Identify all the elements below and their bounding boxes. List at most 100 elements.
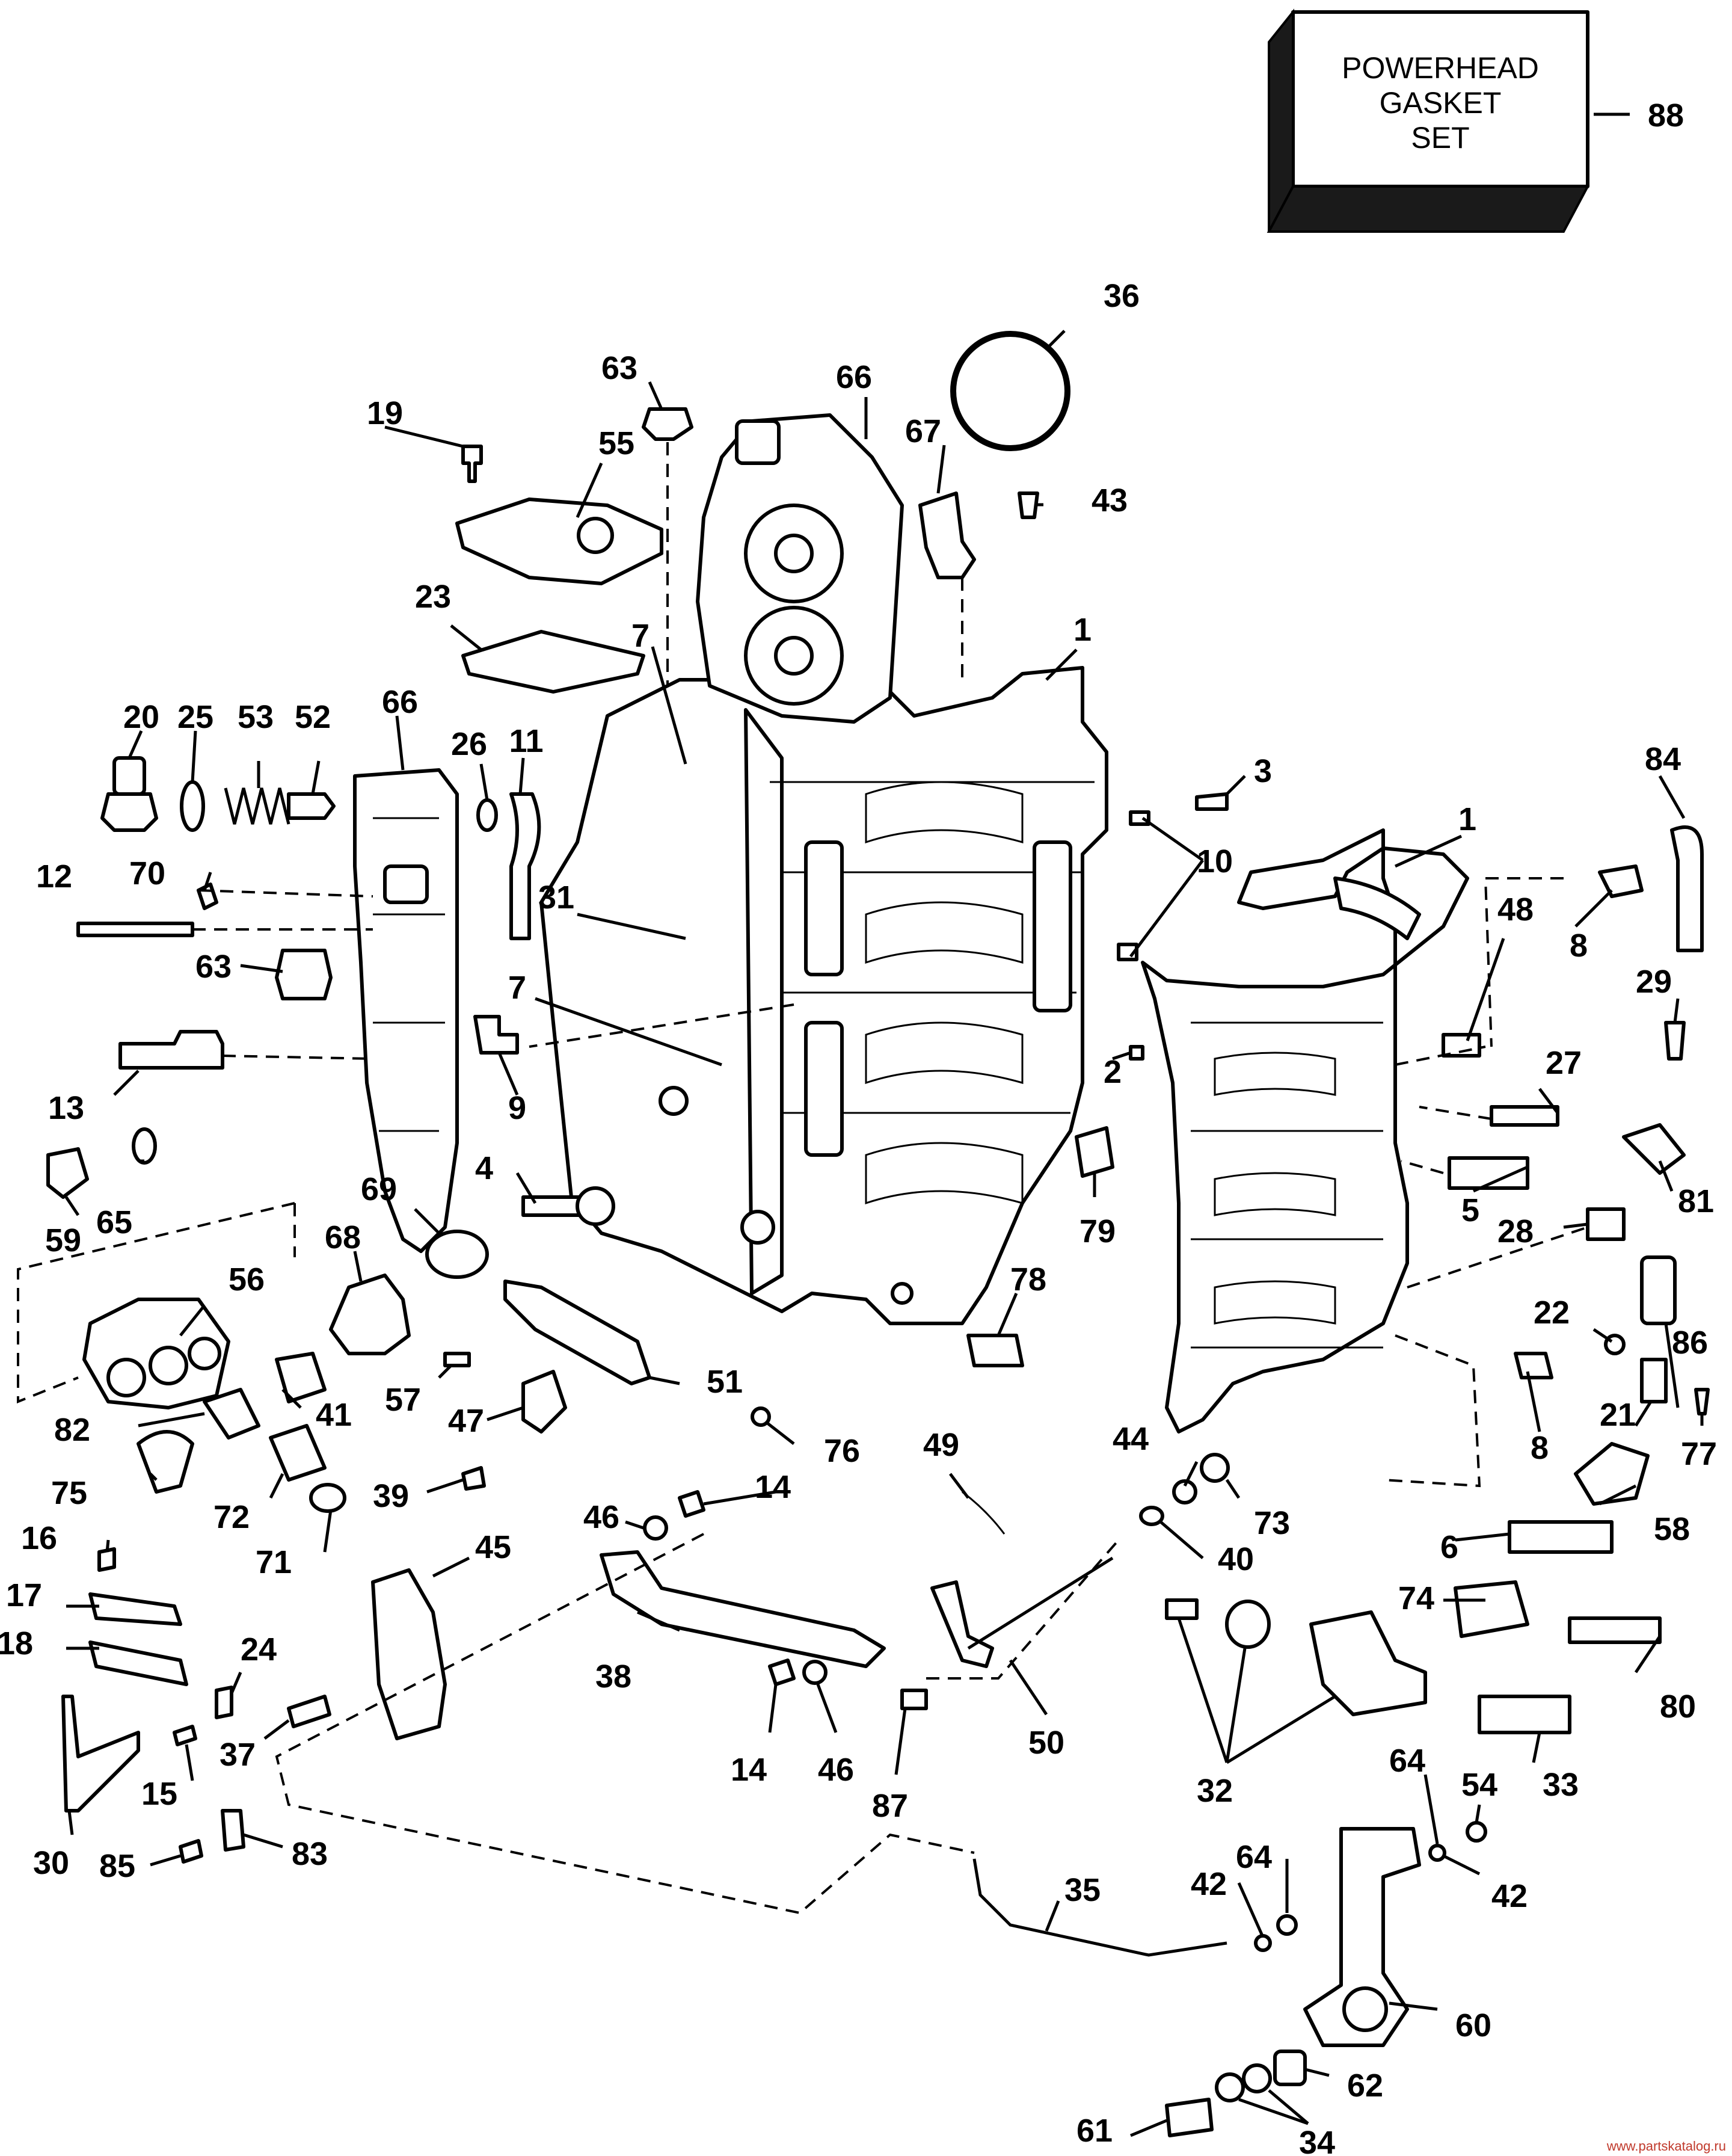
callout-88: 88 xyxy=(1648,97,1684,134)
callout-60: 60 xyxy=(1455,2007,1491,2044)
callout-85: 85 xyxy=(99,1848,135,1884)
callout-1-cylinder-block: 1 xyxy=(1073,612,1092,648)
leader-lines xyxy=(64,330,1704,2137)
cylinder-block xyxy=(539,666,1108,1325)
callout-84: 84 xyxy=(1645,741,1681,777)
callout-52: 52 xyxy=(295,699,331,735)
callout-75: 75 xyxy=(51,1475,87,1511)
callout-73: 73 xyxy=(1254,1505,1290,1541)
callout-50: 50 xyxy=(1028,1725,1064,1761)
callout-64-left: 64 xyxy=(1236,1839,1272,1875)
callout-40: 40 xyxy=(1218,1541,1254,1577)
callout-1-crankcase: 1 xyxy=(1458,801,1476,837)
callout-79: 79 xyxy=(1079,1213,1116,1249)
callout-76: 76 xyxy=(824,1433,860,1469)
callout-39: 39 xyxy=(373,1478,409,1514)
callout-26: 26 xyxy=(451,726,487,762)
callout-64-right: 64 xyxy=(1389,1743,1425,1779)
callout-65: 65 xyxy=(96,1204,132,1240)
callout-34: 34 xyxy=(1299,2125,1335,2156)
callout-53: 53 xyxy=(238,699,274,735)
callout-7-lower: 7 xyxy=(508,970,526,1006)
callout-46-upper: 46 xyxy=(583,1499,619,1535)
callout-9: 9 xyxy=(508,1090,526,1126)
callout-42-right: 42 xyxy=(1491,1878,1528,1914)
callout-4: 4 xyxy=(475,1150,493,1186)
callout-86: 86 xyxy=(1672,1325,1708,1361)
callout-17: 17 xyxy=(6,1577,42,1613)
callout-35: 35 xyxy=(1064,1872,1101,1908)
callout-80: 80 xyxy=(1660,1689,1696,1725)
callout-51: 51 xyxy=(707,1364,743,1400)
callout-13: 13 xyxy=(48,1090,84,1126)
callout-15: 15 xyxy=(141,1776,177,1812)
callout-68: 68 xyxy=(325,1219,361,1255)
callout-14-lower: 14 xyxy=(731,1752,767,1788)
small-parts-upper-left xyxy=(46,407,693,1226)
callout-23: 23 xyxy=(415,579,451,615)
callout-20: 20 xyxy=(123,699,159,735)
callout-46-lower: 46 xyxy=(818,1752,854,1788)
callout-56: 56 xyxy=(229,1261,265,1298)
callout-47: 47 xyxy=(448,1403,484,1439)
callout-54: 54 xyxy=(1461,1767,1497,1803)
crankcase xyxy=(1141,828,1469,1434)
callout-32: 32 xyxy=(1197,1773,1233,1809)
callout-labels: 1 1 2 3 4 5 6 7 7 8 8 9 10 11 12 13 14 1… xyxy=(0,97,1717,2156)
callout-10: 10 xyxy=(1197,843,1233,879)
callout-78: 78 xyxy=(1010,1261,1046,1298)
gasket-set-box: POWERHEAD GASKET SET xyxy=(1267,8,1630,233)
callout-31: 31 xyxy=(538,879,574,916)
callout-22: 22 xyxy=(1534,1295,1570,1331)
callout-48: 48 xyxy=(1497,892,1534,928)
cylinder-head xyxy=(696,413,904,724)
callout-55: 55 xyxy=(598,425,634,461)
callout-71: 71 xyxy=(256,1544,292,1580)
callout-3: 3 xyxy=(1254,753,1272,789)
callout-74: 74 xyxy=(1398,1580,1434,1616)
callout-12: 12 xyxy=(36,858,72,895)
callout-14-upper: 14 xyxy=(755,1469,791,1505)
callout-70: 70 xyxy=(129,855,165,892)
callout-8-lower: 8 xyxy=(1531,1430,1549,1466)
callout-63-top: 63 xyxy=(601,350,637,386)
callout-67: 67 xyxy=(905,413,941,449)
small-parts-right xyxy=(918,331,1710,2137)
callout-30: 30 xyxy=(33,1845,69,1881)
callout-25: 25 xyxy=(177,699,213,735)
callout-87: 87 xyxy=(872,1788,908,1824)
callout-18: 18 xyxy=(0,1625,33,1662)
callout-42-left: 42 xyxy=(1191,1866,1227,1902)
gasket-set-label-line-2: GASKET xyxy=(1380,86,1502,120)
callout-77: 77 xyxy=(1681,1436,1717,1472)
callout-8-upper: 8 xyxy=(1570,928,1588,964)
callout-2: 2 xyxy=(1104,1054,1122,1090)
callout-6: 6 xyxy=(1440,1529,1458,1565)
side-cover xyxy=(353,768,459,1253)
callout-37: 37 xyxy=(220,1737,256,1773)
watermark: www.partskatalog.ru xyxy=(1606,2139,1726,2154)
callout-33: 33 xyxy=(1543,1767,1579,1803)
callout-29: 29 xyxy=(1636,964,1672,1000)
gasket-set-label-line-1: POWERHEAD xyxy=(1342,51,1539,85)
callout-7-upper: 7 xyxy=(631,618,650,654)
callout-16: 16 xyxy=(21,1520,57,1556)
callout-66-left: 66 xyxy=(382,684,418,720)
callout-57: 57 xyxy=(385,1382,421,1418)
callout-44: 44 xyxy=(1113,1421,1149,1457)
callout-21: 21 xyxy=(1600,1397,1636,1433)
callout-58: 58 xyxy=(1654,1511,1690,1547)
callout-38: 38 xyxy=(595,1659,631,1695)
callout-63-left: 63 xyxy=(195,949,232,985)
callout-36: 36 xyxy=(1104,278,1140,314)
callout-5: 5 xyxy=(1461,1192,1479,1228)
callout-41: 41 xyxy=(316,1397,352,1433)
assembly-dashed-lines xyxy=(17,442,1588,1915)
callout-59: 59 xyxy=(45,1222,81,1258)
callout-69: 69 xyxy=(361,1171,397,1207)
callout-72: 72 xyxy=(213,1499,250,1535)
callout-24: 24 xyxy=(241,1631,277,1668)
gasket-set-label-line-3: SET xyxy=(1411,121,1469,155)
callout-82: 82 xyxy=(54,1412,90,1448)
